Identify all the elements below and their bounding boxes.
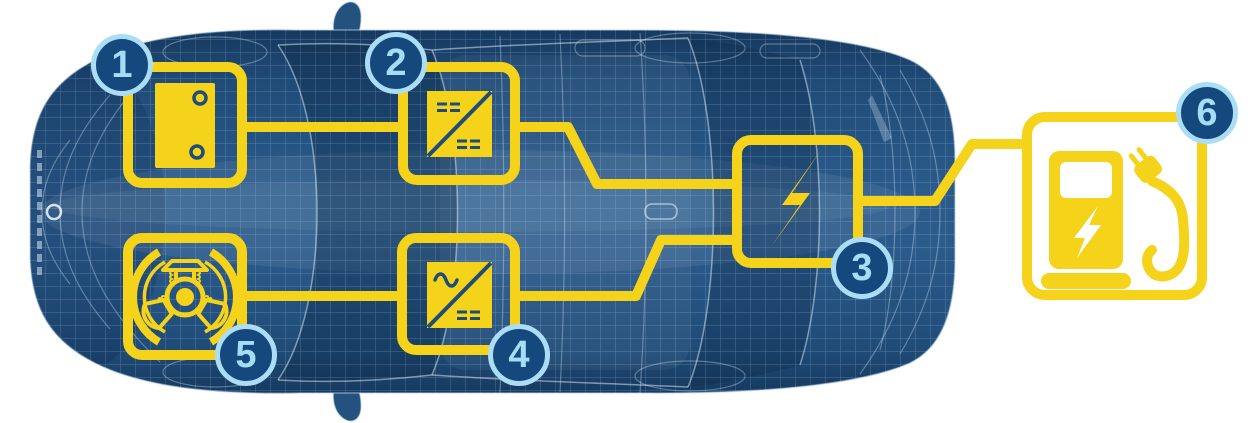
battery-box <box>123 62 247 188</box>
charge-port-box <box>732 135 863 268</box>
component-badge-6: 6 <box>1176 82 1238 144</box>
dc-dc-converter-box <box>398 62 520 185</box>
ev-charging-station-icon <box>1041 147 1190 289</box>
antenna-fin <box>868 95 892 142</box>
component-badge-1: 1 <box>91 34 153 96</box>
electric-motor-box <box>123 233 247 360</box>
component-badge-2: 2 <box>365 32 427 94</box>
front-grille-dashes <box>37 150 42 275</box>
component-badge-5: 5 <box>215 324 277 386</box>
charging-station-box <box>1022 112 1207 300</box>
component-badge-4: 4 <box>488 324 550 386</box>
badge-number: 3 <box>851 247 873 289</box>
line-dcdc-to-chargeport <box>515 122 738 189</box>
station-lightning-icon <box>1074 206 1101 258</box>
station-cable <box>1142 176 1190 282</box>
badge-number: 5 <box>235 334 257 376</box>
badge-number: 2 <box>385 42 407 84</box>
component-badge-3: 3 <box>831 237 893 299</box>
ac-dc-inverter-icon <box>426 261 493 329</box>
dc-dc-converter-icon <box>426 90 493 158</box>
front-emblem <box>45 203 63 221</box>
door-handle <box>644 203 678 220</box>
line-inverter-to-chargeport <box>515 235 738 301</box>
line-chargeport-to-station <box>857 139 1028 206</box>
badge-number: 4 <box>508 334 530 376</box>
station-plug <box>1128 147 1162 183</box>
badge-number: 6 <box>1196 92 1218 134</box>
component-boxes <box>123 62 1207 360</box>
connection-lines <box>245 122 1028 301</box>
charge-port-lightning-icon <box>771 150 821 247</box>
badge-number: 1 <box>111 44 133 86</box>
battery-module-icon <box>155 83 215 168</box>
ac-dc-inverter-box <box>397 233 520 355</box>
